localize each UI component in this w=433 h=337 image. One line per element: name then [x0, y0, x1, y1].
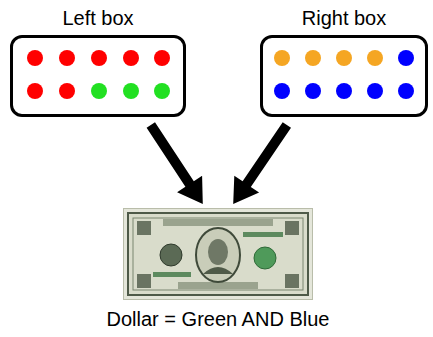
caption-text: Dollar = Green AND Blue — [63, 308, 373, 331]
box-heading: Right box — [243, 7, 433, 30]
box-panel: Right box — [260, 35, 428, 117]
block-arrow — [233, 122, 291, 204]
dollar-node: Dollar = Green AND Blue — [123, 208, 313, 300]
block-arrow — [147, 122, 203, 204]
box-heading: Left box — [0, 7, 203, 30]
right-dots — [260, 35, 428, 117]
box-panel: Left box — [10, 35, 186, 117]
left-dots — [10, 35, 186, 117]
dollar-bill — [123, 208, 313, 300]
